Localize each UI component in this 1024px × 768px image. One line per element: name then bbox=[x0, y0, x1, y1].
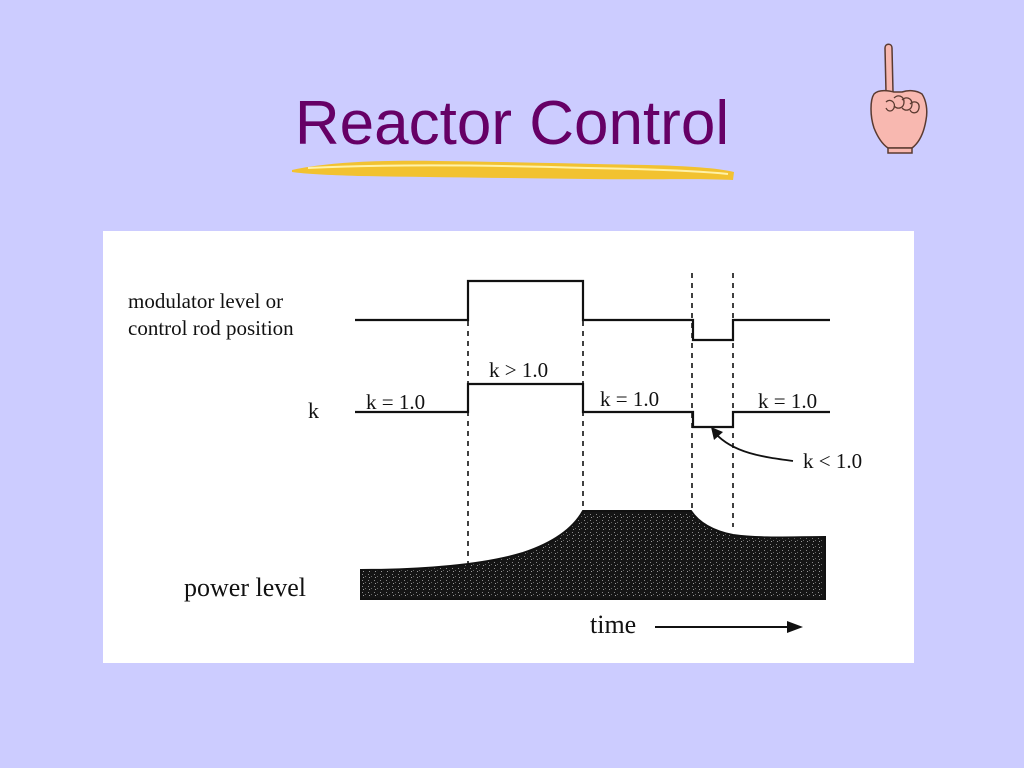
k-lt-1-arrow bbox=[714, 432, 794, 462]
k-gt-1-label: k > 1.0 bbox=[489, 358, 548, 382]
k-eq-1-label-left: k = 1.0 bbox=[366, 390, 425, 414]
time-label: time bbox=[590, 610, 636, 639]
k-eq-1-label-middle: k = 1.0 bbox=[600, 387, 659, 411]
k-trace bbox=[355, 382, 830, 429]
k-eq-1-label-right: k = 1.0 bbox=[758, 389, 817, 413]
k-lt-1-label: k < 1.0 bbox=[803, 449, 862, 473]
k-axis-label: k bbox=[308, 398, 319, 423]
modulator-label-line1: modulator level or bbox=[128, 289, 283, 313]
modulator-trace bbox=[355, 279, 830, 342]
slide-title: Reactor Control bbox=[294, 89, 730, 158]
power-level-fill bbox=[360, 510, 826, 600]
modulator-label-line2: control rod position bbox=[128, 316, 294, 340]
pointing-hand-icon bbox=[870, 43, 928, 154]
reactor-diagram: modulator level or control rod position … bbox=[103, 231, 914, 663]
power-level-label: power level bbox=[184, 573, 306, 602]
title-underline bbox=[292, 160, 734, 180]
